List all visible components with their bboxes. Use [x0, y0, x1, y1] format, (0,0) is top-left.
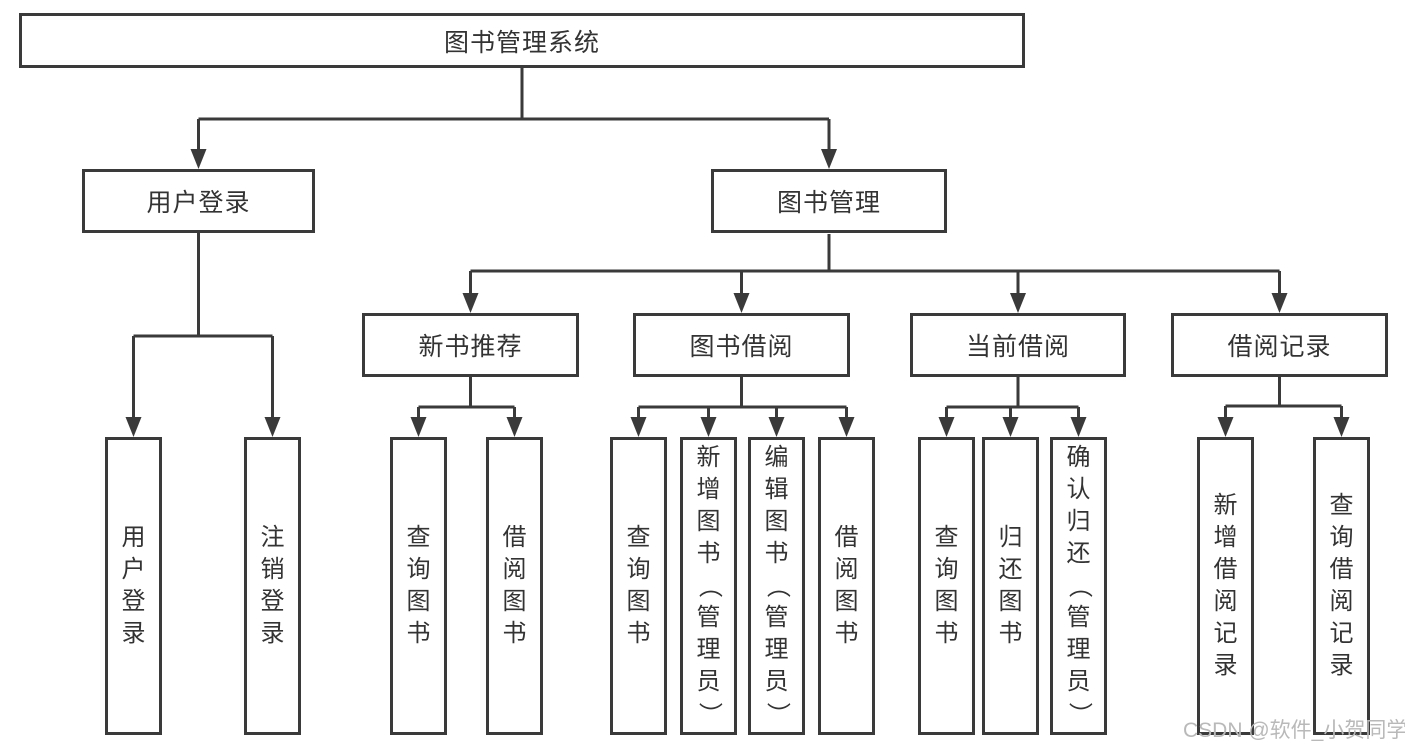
node-label: 图书管理系统	[443, 28, 600, 57]
leaf-label: 查询图书	[626, 524, 651, 647]
node-user-login: 用户登录	[82, 169, 315, 233]
arrowhead-group	[125, 149, 1350, 437]
connector-path	[132, 68, 1343, 421]
arrowhead-icon	[733, 293, 750, 313]
node-label: 图书管理	[776, 189, 881, 217]
node-current-borrowing: 当前借阅	[910, 313, 1126, 377]
leaf-user-login: 用户登录	[105, 437, 162, 735]
leaf-edit-book-admin: 编辑图书（管理员）	[748, 437, 805, 735]
leaf-label: 注销登录	[260, 524, 285, 647]
node-label: 新书推荐	[418, 333, 523, 361]
arrowhead-icon	[1002, 417, 1019, 437]
node-label: 当前借阅	[965, 333, 1070, 361]
leaf-borrow-books-recommend: 借阅图书	[486, 437, 543, 735]
node-label: 图书借阅	[689, 333, 794, 361]
leaf-confirm-return-admin: 确认归还（管理员）	[1050, 437, 1107, 735]
arrowhead-icon	[506, 417, 523, 437]
arrowhead-icon	[125, 417, 142, 437]
leaf-add-borrow-record: 新增借阅记录	[1197, 437, 1254, 735]
leaf-add-book-admin: 新增图书（管理员）	[680, 437, 737, 735]
leaf-return-books: 归还图书	[982, 437, 1039, 735]
leaf-label: 归还图书	[998, 524, 1023, 647]
leaf-query-books-current: 查询图书	[918, 437, 975, 735]
node-label: 借阅记录	[1227, 333, 1332, 361]
leaf-borrow-books-borrowing: 借阅图书	[818, 437, 875, 735]
arrowhead-icon	[821, 149, 837, 169]
leaf-label: 用户登录	[121, 524, 146, 647]
leaf-label: 确认归还（管理员）	[1065, 444, 1093, 726]
node-new-book-recommendation: 新书推荐	[362, 313, 579, 377]
node-borrowing-records: 借阅记录	[1171, 313, 1388, 377]
leaf-label: 查询图书	[934, 524, 959, 647]
leaf-logout: 注销登录	[244, 437, 301, 735]
arrowhead-icon	[1010, 293, 1026, 313]
node-label: 用户登录	[146, 189, 251, 217]
node-book-borrowing: 图书借阅	[633, 313, 850, 377]
arrowhead-icon	[1333, 417, 1350, 437]
leaf-label: 借阅图书	[834, 524, 859, 647]
leaf-query-books-borrowing: 查询图书	[610, 437, 667, 735]
arrowhead-icon	[700, 417, 717, 437]
leaf-label: 借阅图书	[502, 524, 527, 647]
leaf-label: 查询借阅记录	[1329, 492, 1354, 679]
arrowhead-icon	[768, 417, 785, 437]
watermark: CSDN @软件_小贺同学	[1183, 719, 1405, 742]
arrowhead-icon	[1070, 417, 1087, 437]
leaf-label: 查询图书	[406, 524, 431, 647]
leaf-label: 新增图书（管理员）	[695, 444, 723, 726]
arrowhead-icon	[264, 417, 281, 437]
arrowhead-icon	[630, 417, 647, 437]
arrowhead-icon	[410, 417, 427, 437]
arrowhead-icon	[190, 149, 207, 169]
node-book-management: 图书管理	[711, 169, 947, 233]
leaf-query-books-recommend: 查询图书	[390, 437, 447, 735]
node-library-management-system: 图书管理系统	[19, 13, 1025, 68]
arrowhead-icon	[938, 417, 955, 437]
leaf-query-borrow-record: 查询借阅记录	[1313, 437, 1370, 735]
leaf-label: 编辑图书（管理员）	[763, 444, 791, 726]
arrowhead-icon	[1217, 417, 1234, 437]
arrowhead-icon	[838, 417, 855, 437]
arrowhead-icon	[462, 293, 479, 313]
arrowhead-icon	[1271, 293, 1288, 313]
leaf-label: 新增借阅记录	[1213, 492, 1238, 679]
